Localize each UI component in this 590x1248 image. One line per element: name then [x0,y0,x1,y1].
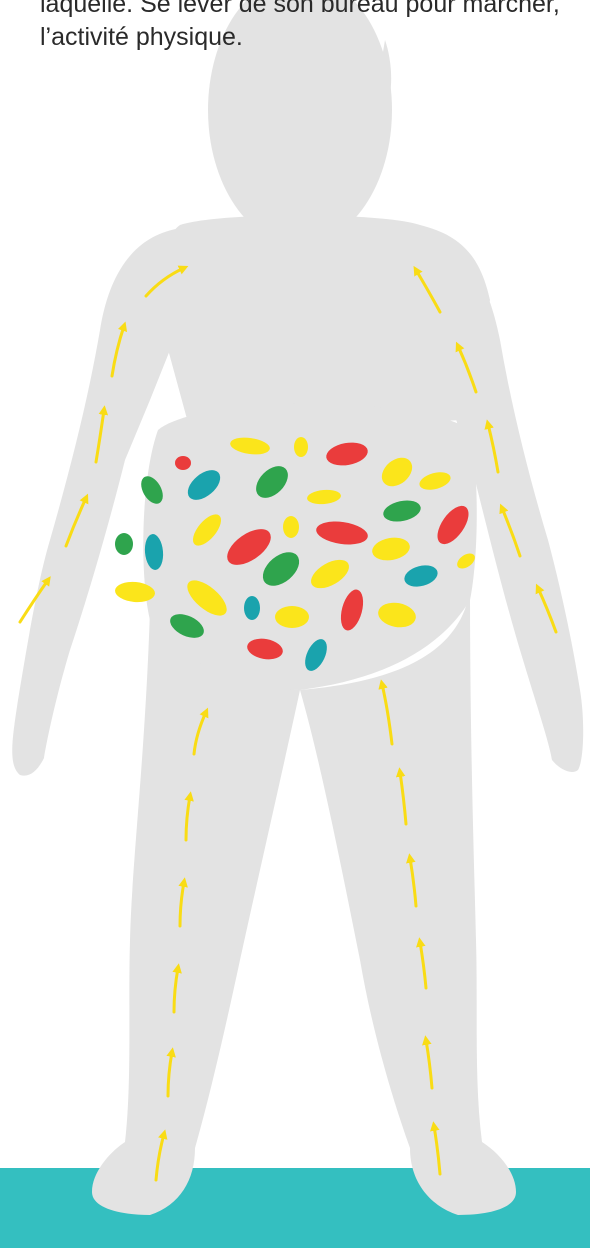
bacteria-icon [283,516,299,538]
intro-paragraph: laquelle. Se lever de son bureau pour ma… [40,0,590,54]
bacteria-icon [244,596,260,620]
bacteria-icon [175,456,191,470]
bacteria-icon [275,606,309,628]
bacteria-icon [115,533,133,555]
intro-line-1: laquelle. Se lever de son bureau pour ma… [40,0,590,21]
intro-line-2: l’activité physique. [40,21,590,54]
bacteria-icon [294,437,308,457]
